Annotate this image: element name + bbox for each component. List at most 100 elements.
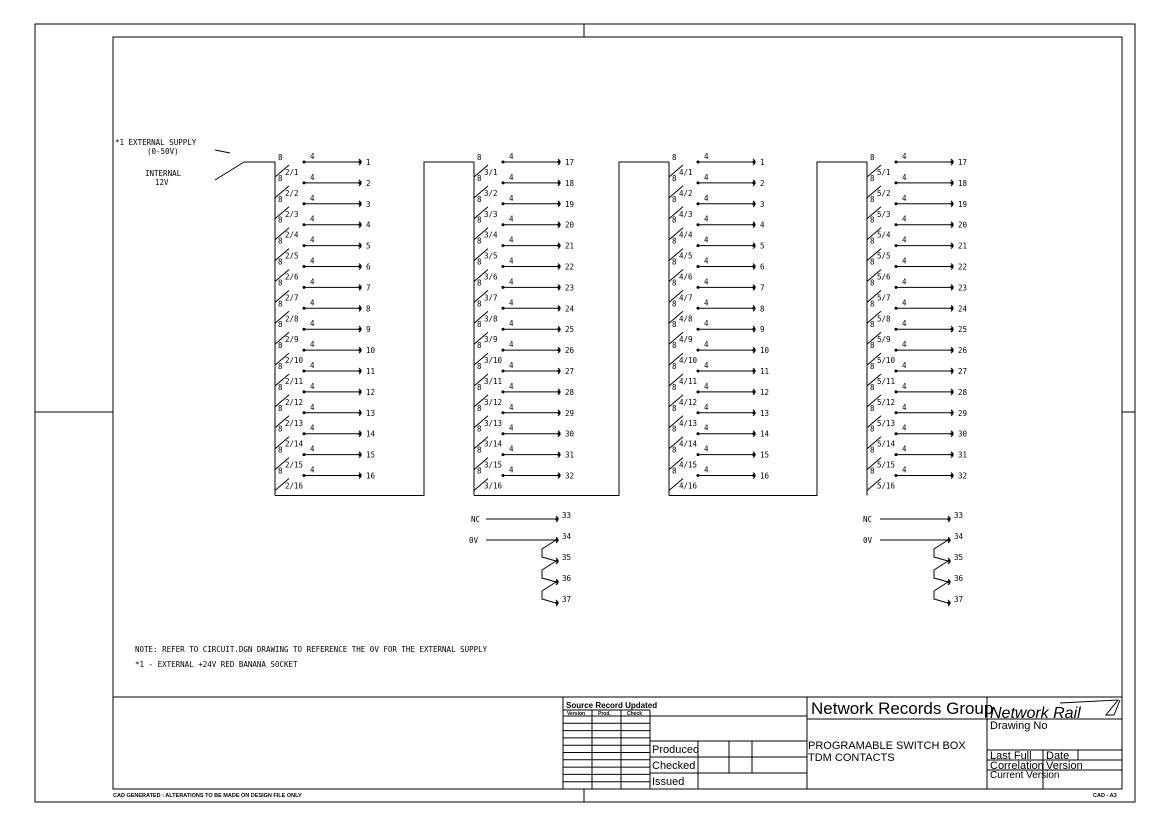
aux-terminal: 34: [541, 532, 572, 562]
contact-id: 3/4: [484, 231, 498, 240]
group-link-wire: [669, 161, 867, 496]
terminal-number: 14: [760, 430, 770, 439]
contact-blade: [668, 415, 684, 429]
terminal-pin: [557, 160, 561, 164]
common-label: 8: [672, 320, 677, 329]
contact-blade: [473, 248, 489, 261]
common-label: 8: [870, 216, 875, 225]
contact-id: 4/12: [679, 398, 697, 407]
terminal-number: 19: [565, 200, 574, 209]
contact-id: 5/2: [877, 189, 891, 198]
current-version-label: Current Version: [990, 770, 1059, 781]
terminal-pin: [557, 327, 561, 331]
terminal-pin: [557, 223, 561, 227]
contact-blade: [668, 185, 684, 199]
contact-label: 4: [902, 215, 907, 224]
contact-label: 4: [704, 424, 709, 433]
contact-blade: [473, 457, 489, 470]
note-line-1: NOTE: REFER TO CIRCUIT.DGN DRAWING TO RE…: [135, 645, 488, 654]
contact-blade: [274, 394, 290, 408]
record-rows: [563, 722, 650, 790]
terminal-number: 28: [958, 388, 968, 397]
terminal-pin: [358, 306, 362, 310]
terminal-pin: [358, 411, 362, 415]
contact-label: 4: [310, 319, 315, 328]
contact-id: 2/11: [285, 377, 303, 386]
terminal-pin: [950, 181, 954, 185]
contact-id: 5/11: [877, 377, 895, 386]
contact-id: 5/3: [877, 210, 891, 219]
contact-label: 4: [509, 152, 514, 161]
checked-label: Checked: [652, 760, 695, 772]
terminal-number: 2: [760, 179, 765, 188]
terminal-pin: [950, 411, 954, 415]
date-label: Date: [1046, 750, 1069, 762]
terminal-number: 32: [565, 472, 574, 481]
terminal-number: 5: [366, 242, 371, 251]
network-rail-logo-mark: [1059, 699, 1121, 716]
contact-label: 4: [704, 277, 709, 286]
common-label: 8: [477, 174, 482, 183]
common-label: 8: [672, 153, 677, 162]
contact-id: 2/1: [285, 168, 299, 177]
contact-id: 5/15: [877, 461, 895, 470]
contact-label: 4: [310, 298, 315, 307]
terminal-pin: [752, 306, 756, 310]
aux-terminal: 37: [555, 595, 571, 607]
contact-id: 3/11: [484, 377, 502, 386]
terminal-pin: [950, 160, 954, 164]
produced-label: Produced: [652, 744, 699, 756]
title-block: Source Record Updated Version Prod. Chec…: [113, 696, 1122, 790]
terminal-pin: [557, 306, 561, 310]
contact-label: 4: [704, 215, 709, 224]
contact-id: 5/1: [877, 168, 891, 177]
terminal-pin: [752, 327, 756, 331]
common-label: 8: [870, 404, 875, 413]
common-label: 8: [870, 320, 875, 329]
aux-terminal: 37: [947, 595, 963, 607]
terminal-number: 21: [565, 242, 574, 251]
terminal-number: 35: [562, 553, 571, 562]
contact-id: 5/13: [877, 419, 895, 428]
contact-blade: [866, 290, 882, 303]
terminal-pin: [950, 223, 954, 227]
common-label: 8: [278, 341, 283, 350]
common-label: 8: [672, 446, 677, 455]
common-label: 8: [477, 383, 482, 392]
supply-selector-external-lead: [214, 149, 231, 154]
contact-label: 4: [902, 298, 907, 307]
terminal-number: 4: [366, 221, 371, 230]
contact-label: 4: [310, 215, 315, 224]
terminal-pin: [752, 181, 756, 185]
common-label: 8: [672, 237, 677, 246]
contact-blade: [473, 394, 489, 408]
contact-label: 4: [310, 382, 315, 391]
common-label: 8: [278, 467, 283, 476]
col-version: Version: [567, 711, 585, 717]
contact-blade: [274, 206, 290, 220]
contact-id: 2/13: [285, 419, 303, 428]
common-label: 8: [278, 258, 283, 267]
common-label: 8: [672, 299, 677, 308]
terminal-number: 16: [366, 472, 376, 481]
common-label: 8: [672, 258, 677, 267]
contact-id: 5/14: [877, 440, 896, 449]
contact-blade: [473, 164, 489, 178]
terminal-pin: [358, 244, 362, 248]
contact-id: 2/8: [285, 314, 299, 323]
